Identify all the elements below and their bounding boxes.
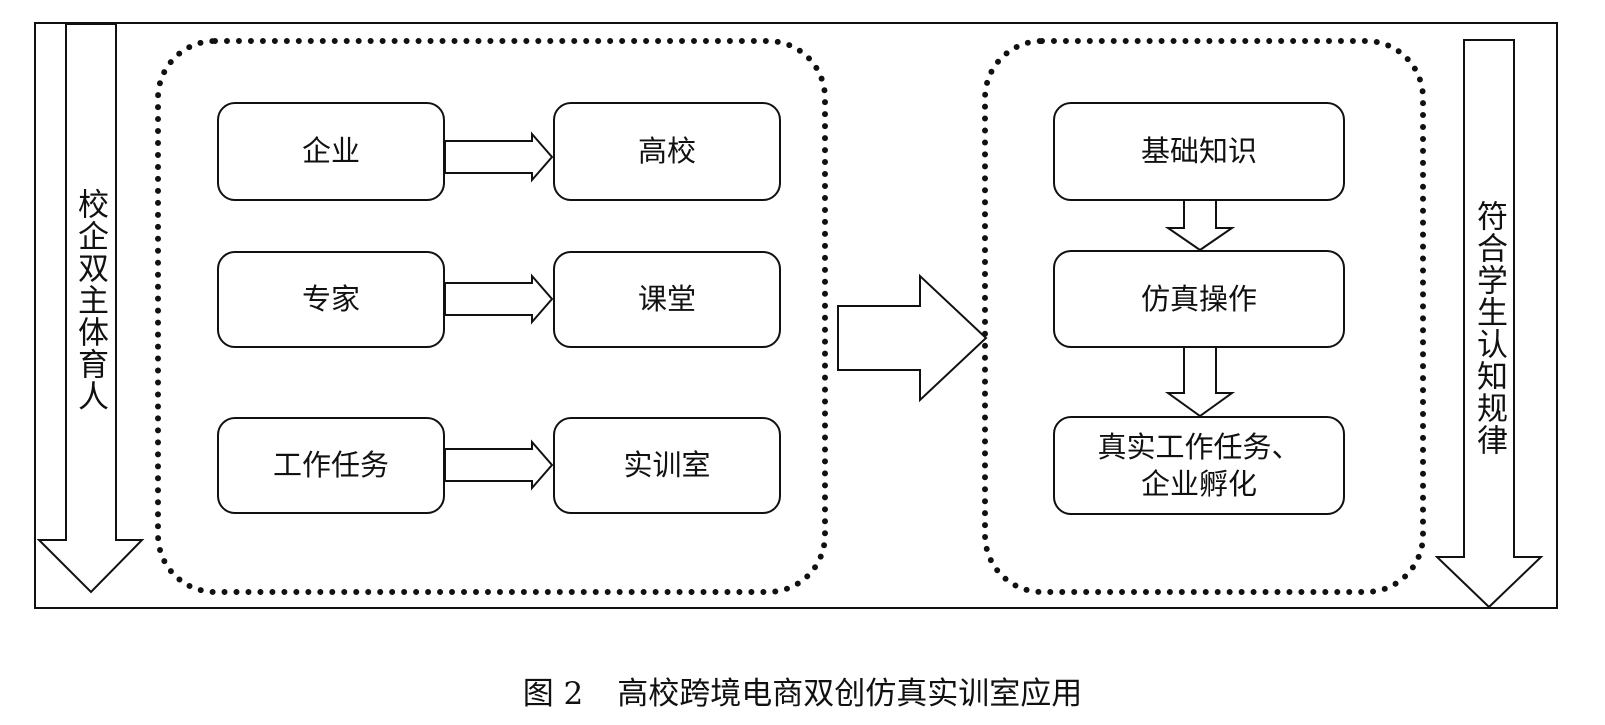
right-down-arrow [1434, 39, 1544, 609]
box-classroom: 课堂 [553, 251, 781, 348]
box-work-task: 工作任务 [217, 417, 445, 514]
figure-title: 高校跨境电商双创仿真实训室应用 [617, 676, 1083, 712]
diagram-frame [34, 22, 1558, 609]
down-arrow-step1 [1164, 199, 1236, 252]
left-down-arrow [36, 23, 145, 594]
figure-number: 图 2 [522, 676, 584, 712]
arrow-row3 [444, 439, 554, 491]
box-enterprise-label: 企业 [301, 134, 360, 169]
middle-big-arrow [837, 273, 988, 403]
box-university: 高校 [553, 102, 781, 201]
right-vertical-label: 符合学生认知规律 [1471, 200, 1507, 456]
box-real-work-incubation: 真实工作任务、 企业孵化 [1053, 416, 1345, 515]
box-expert: 专家 [217, 251, 445, 348]
box-training-room: 实训室 [553, 417, 781, 514]
box-simulation-operation: 仿真操作 [1053, 250, 1345, 348]
arrow-row1 [444, 131, 554, 183]
box-work-task-label: 工作任务 [272, 448, 389, 483]
box-training-room-label: 实训室 [623, 448, 711, 483]
box-university-label: 高校 [637, 134, 696, 169]
box-real-work-line1: 真实工作任务、 [1097, 430, 1301, 465]
box-basic-knowledge-label: 基础知识 [1140, 134, 1257, 169]
right-dotted-group [982, 38, 1426, 595]
box-real-work-line2: 企业孵化 [1140, 466, 1257, 501]
box-basic-knowledge: 基础知识 [1053, 102, 1345, 201]
box-classroom-label: 课堂 [637, 282, 696, 317]
box-simulation-operation-label: 仿真操作 [1140, 281, 1257, 316]
figure-caption: 图 2 高校跨境电商双创仿真实训室应用 [0, 668, 1605, 713]
box-expert-label: 专家 [301, 282, 360, 317]
left-dotted-group [155, 38, 828, 595]
box-enterprise: 企业 [217, 102, 445, 201]
left-vertical-label: 校企双主体育人 [72, 188, 108, 412]
down-arrow-step2 [1164, 346, 1236, 418]
arrow-row2 [444, 273, 554, 325]
